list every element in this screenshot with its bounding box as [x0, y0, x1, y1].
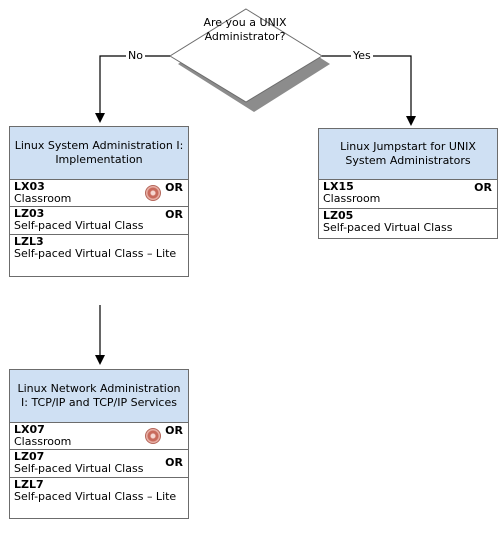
course-code: LZ07 [14, 450, 45, 463]
course-code: LZL7 [14, 478, 44, 491]
course-option: LZ03 Self-paced Virtual Class OR [10, 207, 188, 235]
course-format: Self-paced Virtual Class – Lite [14, 247, 177, 260]
or-connector: OR [165, 181, 183, 194]
course-box-network-administration: Linux Network Administration I: TCP/IP a… [9, 369, 189, 519]
or-connector: OR [165, 208, 183, 221]
course-option: LZL7 Self-paced Virtual Class – Lite [10, 478, 188, 518]
course-code: LX15 [323, 180, 354, 193]
yes-branch-label: Yes [351, 49, 373, 63]
course-option: LX07 Classroom OR [10, 423, 188, 450]
course-code: LZ03 [14, 207, 45, 220]
course-option: LX15 Classroom OR [319, 180, 497, 209]
course-option: LZ07 Self-paced Virtual Class OR [10, 450, 188, 478]
course-format: Self-paced Virtual Class [14, 462, 144, 475]
course-format: Self-paced Virtual Class [14, 219, 144, 232]
no-branch-line [95, 55, 170, 123]
course-option: LZ05 Self-paced Virtual Class [319, 209, 497, 238]
decision-diamond [169, 8, 323, 103]
course-title: Linux Network Administration I: TCP/IP a… [10, 370, 188, 423]
course-title: Linux System Administration I: Implement… [10, 127, 188, 180]
course-code: LX07 [14, 423, 45, 436]
or-connector: OR [165, 456, 183, 469]
course-option: LX03 Classroom OR [10, 180, 188, 207]
course-code: LZ05 [323, 209, 354, 222]
or-connector: OR [165, 424, 183, 437]
no-branch-label: No [126, 49, 145, 63]
yes-branch-line [322, 55, 416, 126]
course-format: Classroom [14, 435, 72, 448]
classroom-disc-icon [145, 428, 161, 444]
course-format: Classroom [323, 192, 381, 205]
course-option: LZL3 Self-paced Virtual Class – Lite [10, 235, 188, 276]
course-box-system-administration: Linux System Administration I: Implement… [9, 126, 189, 277]
classroom-disc-icon [145, 185, 161, 201]
course-box-jumpstart: Linux Jumpstart for UNIX System Administ… [318, 128, 498, 239]
course-code: LZL3 [14, 235, 44, 248]
or-connector: OR [474, 181, 492, 194]
course-format: Classroom [14, 192, 72, 205]
course-code: LX03 [14, 180, 45, 193]
decision-question: Are you a UNIX Administrator? [203, 16, 287, 43]
course-format: Self-paced Virtual Class [323, 221, 453, 234]
course-title: Linux Jumpstart for UNIX System Administ… [319, 129, 497, 180]
course-format: Self-paced Virtual Class – Lite [14, 490, 177, 503]
